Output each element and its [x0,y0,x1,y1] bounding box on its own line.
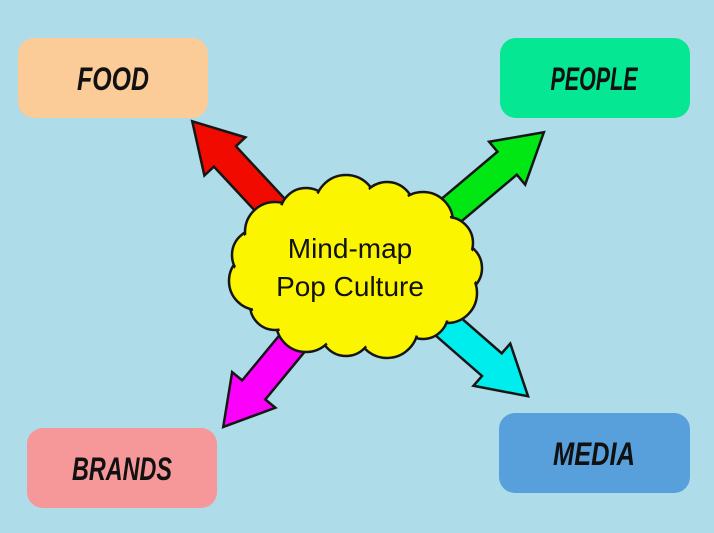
node-box-people [500,38,690,118]
node-box-food [18,38,208,118]
cloud-title-line2: Pop Culture [276,271,424,302]
node-box-media [499,413,690,493]
cloud-title: Mind-map Pop Culture [276,233,424,302]
cloud-fill [231,177,480,356]
node-label-people: PEOPLE [551,61,639,97]
node-box-brands [27,428,217,508]
node-label-brands: BRANDS [72,451,172,487]
node-label-media: MEDIA [553,436,635,472]
node-label-food: FOOD [77,61,149,97]
cloud-title-line1: Mind-map [288,233,412,264]
node-layer: FOOD PEOPLE BRANDS MEDIA [18,38,690,508]
